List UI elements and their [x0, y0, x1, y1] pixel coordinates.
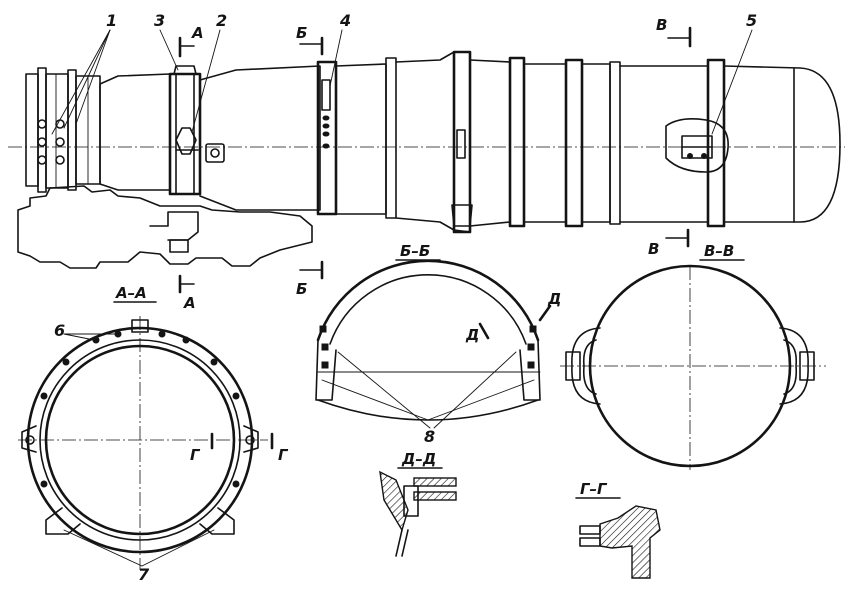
- vv-casing-circle: [588, 264, 792, 468]
- callout-8: 8: [424, 427, 435, 446]
- front-mount-ring: [168, 72, 202, 196]
- exhaust-nozzle: [723, 65, 841, 223]
- callout-1: 1: [106, 11, 117, 30]
- callout-3: 3: [154, 11, 165, 30]
- compressor-casing: [99, 73, 171, 191]
- vv-mount-left: [571, 327, 601, 405]
- aa-ring-bolts: [40, 330, 240, 488]
- section-aa: А–А Г Г: [18, 284, 289, 584]
- accessory-gearbox: [17, 185, 313, 269]
- boss: [205, 143, 225, 163]
- inlet-flange: [25, 73, 39, 187]
- callout-7: 7: [138, 565, 150, 584]
- section-mark-b-bottom: Б: [296, 280, 307, 298]
- aa-outer-ring: [26, 326, 254, 554]
- front-mount-fitting: [175, 127, 197, 155]
- aa-foot-right: [199, 507, 235, 535]
- section-bb: Б–Б Д Д 8: [315, 242, 561, 446]
- section-mark-g-right: Г: [278, 446, 289, 464]
- section-dd: Д–Д: [379, 450, 457, 557]
- callout-4: 4: [339, 11, 351, 30]
- middle-mount-ring: [316, 60, 338, 216]
- main-callouts: 1 3 2 4 5: [51, 11, 757, 135]
- engine-side-view: [8, 50, 845, 269]
- callout-6: 6: [54, 321, 65, 340]
- rear-mount-cutaway: [665, 118, 729, 173]
- vv-mount-right: [779, 327, 809, 405]
- callout-2: 2: [216, 11, 227, 30]
- dd-hatched-flange: [379, 470, 409, 532]
- rear-mount-ring: [706, 58, 726, 228]
- section-mark-a-top: А: [191, 24, 204, 42]
- section-mark-a-bottom: А: [183, 294, 196, 312]
- section-mark-g-left: Г: [190, 446, 201, 464]
- section-mark-b-top: Б: [296, 24, 307, 42]
- middle-casing: [199, 65, 321, 211]
- view-title-vv: В–В: [704, 242, 734, 260]
- callout-5: 5: [746, 11, 757, 30]
- section-mark-v-top: В: [656, 16, 667, 34]
- section-gg: Г–Г: [575, 480, 661, 579]
- gg-hatched-bracket: [599, 505, 661, 579]
- turbine-flange: [508, 56, 526, 228]
- section-mark-d-left: Д: [465, 326, 479, 344]
- section-mark-d-right: Д: [547, 290, 561, 308]
- bb-ring-arc: [316, 259, 540, 342]
- view-title-dd: Д–Д: [401, 450, 436, 468]
- afterburner-casing: [619, 65, 709, 223]
- aa-foot-left: [45, 507, 81, 535]
- section-mark-v-bottom: В: [648, 240, 659, 258]
- section-marks: А А Б Б В В: [178, 16, 692, 312]
- ring-bolts: [322, 115, 330, 149]
- view-title-gg: Г–Г: [580, 480, 608, 498]
- flange-bolts: [37, 119, 65, 165]
- bb-bolts: [319, 325, 537, 369]
- view-title-aa: А–А: [115, 284, 147, 302]
- section-vv: В–В: [560, 242, 826, 470]
- aa-inner-casing: [44, 344, 236, 536]
- view-title-bb: Б–Б: [400, 242, 430, 260]
